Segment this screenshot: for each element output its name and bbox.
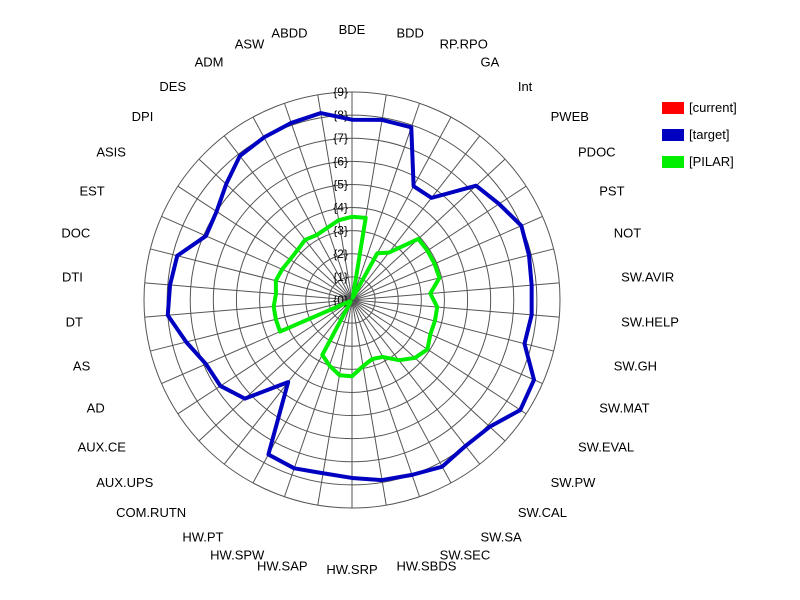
axis-label-sw-mat: SW.MAT (599, 400, 649, 415)
grid-spoke (177, 299, 353, 415)
axis-label-pweb: PWEB (551, 109, 589, 124)
grid-spoke (252, 116, 353, 301)
ring-label: {1} (333, 270, 348, 284)
ring-labels: {0}{1}{2}{3}{4}{5}{6}{7}{8}{9} (333, 85, 348, 307)
legend-swatch-pilar (662, 155, 684, 168)
legend-swatch-target (662, 128, 684, 141)
grid-spoke (198, 299, 353, 442)
axis-label-int: Int (518, 79, 533, 94)
axis-label-sw-eval: SW.EVAL (578, 440, 634, 455)
legend-item-target: [target] (662, 121, 737, 148)
axis-label-asis: ASIS (96, 144, 126, 159)
axis-label-des: DES (159, 79, 186, 94)
ring-label: {9} (333, 85, 348, 99)
grid-spoke (317, 299, 353, 506)
legend-item-pilar: [PILAR] (662, 148, 737, 175)
axis-label-ad: AD (87, 400, 105, 415)
grid-spoke (351, 185, 527, 301)
grid-spoke (351, 248, 554, 301)
axis-label-ga: GA (481, 55, 500, 70)
grid-spoke (351, 299, 481, 465)
series-target (165, 111, 537, 483)
legend-label-pilar: [PILAR] (689, 154, 734, 169)
grid-spoke (351, 215, 543, 301)
legend-swatch-current (662, 101, 684, 114)
axis-label-abdd: ABDD (271, 26, 307, 41)
series-pilar (271, 214, 442, 379)
grid-spoke (144, 282, 353, 301)
axis-label-pdoc: PDOC (578, 144, 616, 159)
series-layer (165, 111, 537, 483)
legend-label-target: [target] (689, 127, 730, 142)
grid-spoke (223, 135, 353, 301)
axis-label-sw-cal: SW.CAL (518, 505, 567, 520)
legend: [current] [target] [PILAR] (662, 94, 737, 175)
axis-label-hw-pt: HW.PT (182, 529, 223, 544)
grid-spoke (351, 299, 527, 415)
axis-label-hw-sbds: HW.SBDS (396, 558, 456, 573)
axis-label-bde: BDE (339, 22, 366, 37)
grid-spoke (198, 158, 353, 301)
radar-grid (143, 91, 561, 509)
grid-spoke (351, 299, 560, 318)
grid-spoke (177, 185, 353, 301)
ring-label: {3} (333, 224, 348, 238)
axis-label-dpi: DPI (132, 109, 154, 124)
grid-spoke (150, 248, 353, 301)
grid-spoke (351, 282, 560, 301)
axis-label-est: EST (79, 184, 104, 199)
axis-label-hw-spw: HW.SPW (210, 547, 265, 562)
axis-label-bdd: BDD (396, 26, 423, 41)
ring-label: {6} (333, 154, 348, 168)
grid-spoke (161, 215, 353, 301)
axis-label-asw: ASW (235, 37, 265, 52)
grid-spoke (351, 299, 452, 484)
axis-label-sw-avir: SW.AVIR (621, 270, 674, 285)
axis-label-aux-ce: AUX.CE (78, 440, 127, 455)
axis-label-dt: DT (66, 314, 83, 329)
grid-spoke (150, 299, 353, 352)
ring-label: {5} (333, 177, 348, 191)
axis-label-rp-rpo: RP.RPO (440, 37, 488, 52)
grid-spoke (283, 299, 353, 497)
axis-label-adm: ADM (195, 55, 224, 70)
axis-label-sw-sa: SW.SA (481, 529, 523, 544)
ring-label: {2} (333, 247, 348, 261)
axis-label-sw-pw: SW.PW (551, 475, 597, 490)
legend-label-current: [current] (689, 100, 737, 115)
axis-label-dti: DTI (62, 270, 83, 285)
grid-spoke (317, 94, 353, 301)
grid-spoke (351, 299, 506, 442)
grid-spoke (144, 299, 353, 318)
axis-label-not: NOT (614, 226, 642, 241)
axis-label-sw-gh: SW.GH (614, 358, 657, 373)
axis-label-sw-sec: SW.SEC (440, 547, 491, 562)
axis-label-aux-ups: AUX.UPS (96, 475, 153, 490)
axis-label-hw-sap: HW.SAP (257, 558, 308, 573)
grid-spoke (351, 299, 554, 352)
legend-item-current: [current] (662, 94, 737, 121)
ring-label: {7} (333, 131, 348, 145)
axis-label-doc: DOC (61, 226, 90, 241)
grid-spoke (351, 135, 481, 301)
ring-label: {4} (333, 201, 348, 215)
grid-spoke (351, 299, 421, 497)
axis-label-sw-help: SW.HELP (621, 314, 679, 329)
grid-spoke (351, 103, 421, 301)
axis-label-as: AS (73, 358, 91, 373)
axis-label-com-rutn: COM.RUTN (116, 505, 186, 520)
axis-label-hw-srp: HW.SRP (326, 562, 377, 577)
grid-spoke (351, 299, 387, 506)
axis-label-pst: PST (599, 184, 624, 199)
grid-spoke (283, 103, 353, 301)
grid-spoke (351, 158, 506, 301)
grid-spoke (351, 299, 543, 385)
